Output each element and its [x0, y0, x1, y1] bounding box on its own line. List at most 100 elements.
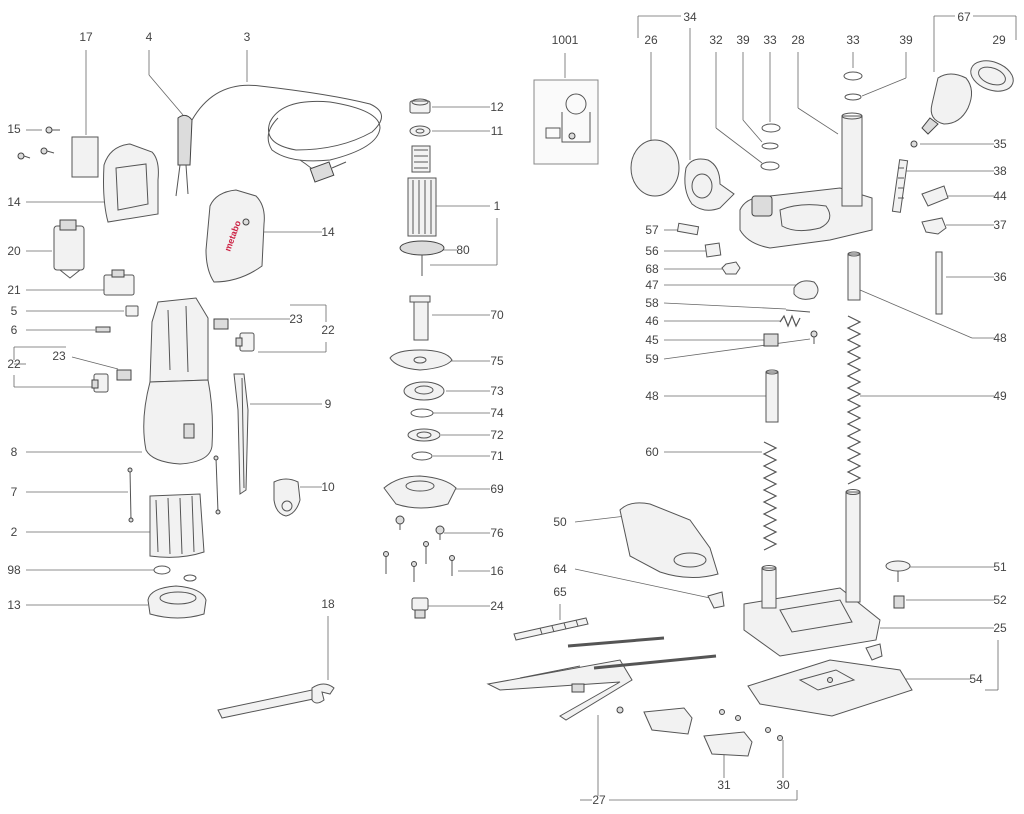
- part-26-disc: [630, 139, 680, 197]
- callout-c21: 21: [7, 283, 21, 297]
- callout-c14b: 14: [321, 225, 335, 239]
- callout-c44: 44: [993, 189, 1007, 203]
- callout-c31: 31: [717, 778, 731, 792]
- callout-c28: 28: [791, 33, 805, 47]
- part-72-washer: [407, 428, 441, 442]
- part-73-bearing: [403, 381, 445, 401]
- part-22-brush-holder-left: [91, 373, 109, 393]
- part-18-wrench: [217, 683, 335, 719]
- part-9-guide-bar: [233, 373, 249, 495]
- part-12-nut: [409, 98, 431, 114]
- callout-c64: 64: [553, 562, 567, 576]
- part-16-screws: [383, 541, 455, 582]
- part-7-cables: [127, 455, 221, 523]
- part-21-switch-module: [103, 269, 135, 296]
- part-37-bracket: [921, 217, 947, 235]
- callout-c71: 71: [490, 449, 504, 463]
- callout-c15: 15: [7, 122, 21, 136]
- callout-c16: 16: [490, 564, 504, 578]
- part-36-rod: [935, 251, 943, 315]
- part-34-knob-assembly: [684, 158, 735, 211]
- part-64-knob: [707, 591, 725, 609]
- callout-c20: 20: [7, 244, 21, 258]
- part-56-plate: [704, 242, 722, 258]
- part-67-dust-hood: [921, 73, 972, 135]
- part-48-guide-column-top: [847, 251, 861, 301]
- callout-c14a: 14: [7, 195, 21, 209]
- part-52-spring: [893, 595, 905, 609]
- callout-c74: 74: [490, 406, 504, 420]
- callout-c23b: 23: [289, 312, 303, 326]
- callout-c29: 29: [992, 33, 1006, 47]
- callout-c65: 65: [553, 585, 567, 599]
- part-23-carbon-brush-left: [116, 369, 132, 381]
- part-47-lever: [793, 280, 819, 300]
- part-50-chip-guard: [619, 502, 719, 578]
- part-11-bearing: [409, 125, 431, 137]
- callout-c45: 45: [645, 333, 659, 347]
- callout-c12: 12: [490, 100, 504, 114]
- part-33-circlip-right: [843, 71, 863, 81]
- part-45-block: [763, 333, 779, 347]
- callout-c10: 10: [321, 480, 335, 494]
- callout-c37: 37: [993, 218, 1007, 232]
- callout-c11: 11: [491, 124, 504, 138]
- callout-c1001: 1001: [552, 33, 579, 47]
- callout-c51: 51: [993, 560, 1007, 574]
- callout-c76: 76: [490, 526, 504, 540]
- callout-c9: 9: [325, 397, 332, 411]
- callout-c4: 4: [146, 30, 153, 44]
- part-70-collet: [409, 295, 431, 341]
- part-48-guide-column-mid: [765, 369, 779, 423]
- callout-c52: 52: [993, 593, 1007, 607]
- part-35-screw: [910, 140, 918, 148]
- part-14-handle-shell-left: [103, 143, 159, 223]
- part-14-handle-shell-right: metabo: [205, 189, 265, 283]
- part-57-bolt: [676, 222, 700, 236]
- callout-c27: 27: [592, 793, 606, 807]
- callout-c70: 70: [490, 308, 504, 322]
- callout-c73: 73: [490, 384, 504, 398]
- part-98-ring: [153, 565, 197, 582]
- callout-c18: 18: [321, 597, 335, 611]
- callout-c72: 72: [490, 428, 504, 442]
- callout-c46: 46: [645, 314, 659, 328]
- part-4-cable-sleeve: [175, 114, 193, 197]
- part-13-end-cap: [147, 585, 207, 619]
- part-38-scale-strip: [891, 159, 909, 213]
- callout-c67: 67: [957, 10, 971, 24]
- callout-c35: 35: [993, 137, 1007, 151]
- part-24-nut: [411, 597, 429, 619]
- part-46-spring: [779, 314, 801, 328]
- callout-c68: 68: [645, 262, 659, 276]
- callout-c58: 58: [645, 296, 659, 310]
- part-1001-detail-box: [533, 79, 599, 165]
- part-33-circlip-left: [761, 123, 781, 133]
- leader-lines: [13, 15, 1017, 801]
- part-32-ring: [760, 161, 780, 171]
- part-27-parallel-guide: [486, 636, 717, 721]
- part-71-ring: [411, 451, 433, 461]
- part-49-spring: [846, 315, 862, 485]
- callout-c57: 57: [645, 223, 659, 237]
- callout-c23a: 23: [52, 349, 66, 363]
- callout-c34: 34: [683, 10, 697, 24]
- part-75-plate: [389, 349, 453, 371]
- callout-c24: 24: [490, 599, 504, 613]
- part-30-screws: [719, 709, 783, 741]
- part-25-base-plate: [743, 489, 881, 657]
- part-5-slide: [125, 305, 139, 317]
- part-44-knob: [921, 185, 949, 207]
- callout-c56: 56: [645, 244, 659, 258]
- part-31-clamps: [643, 707, 753, 757]
- part-3-power-cord: [191, 84, 382, 183]
- part-58-pin: [785, 309, 811, 313]
- callout-c80: 80: [456, 243, 470, 257]
- callout-c5: 5: [11, 304, 18, 318]
- part-54-sole-plate: [747, 643, 913, 717]
- callout-c8: 8: [11, 445, 18, 459]
- callout-c39a: 39: [736, 33, 750, 47]
- part-29-ring: [970, 60, 1014, 92]
